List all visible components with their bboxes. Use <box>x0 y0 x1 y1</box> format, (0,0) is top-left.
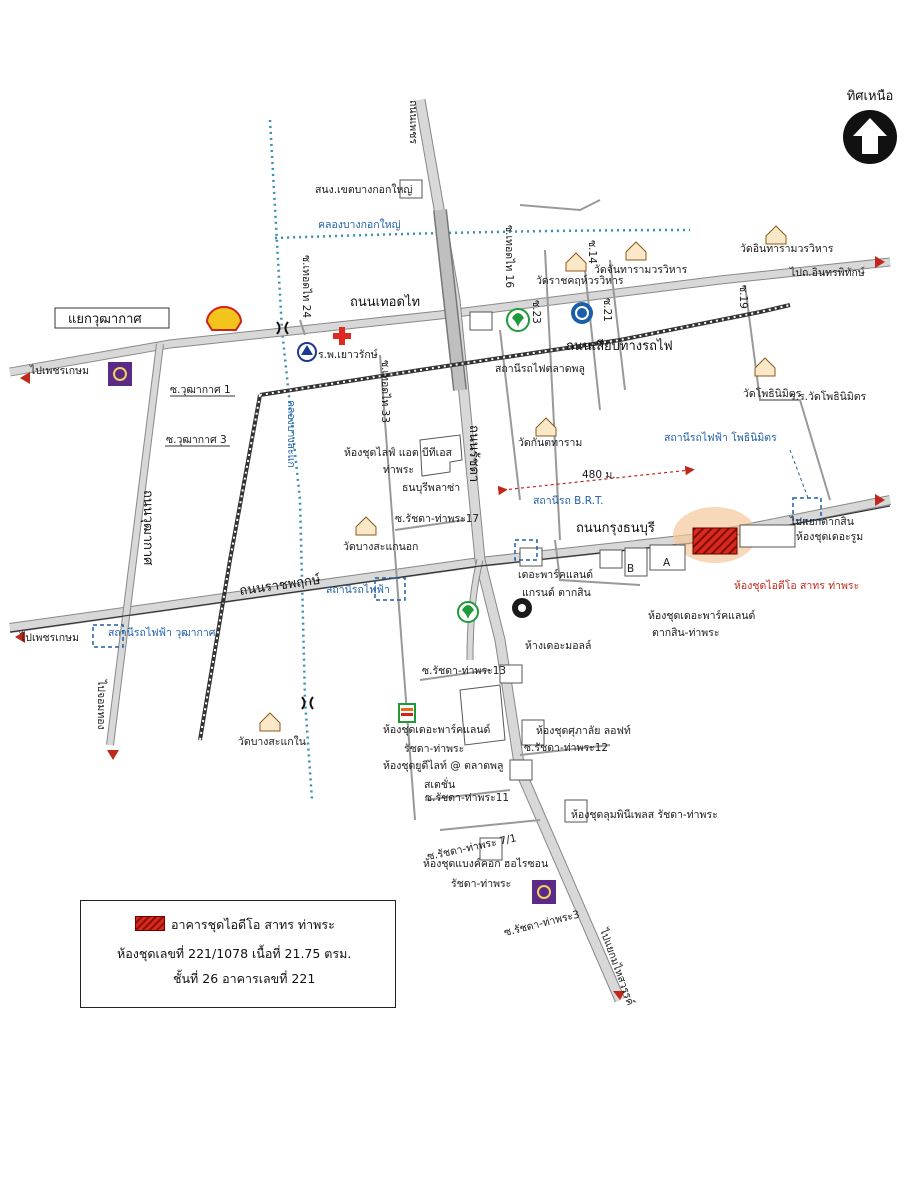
label-u-delight: ห้องชุดยูดีไลท์ @ ตลาดพลู <box>383 759 503 772</box>
road-phetkasem-top: ถนนเพชร <box>407 100 419 144</box>
scb-icon-2 <box>532 880 556 904</box>
label-station-talat-phlu: สถานีรถไฟตลาดพลู <box>495 362 585 375</box>
label-parkland-ratchada: ห้องชุดเดอะพาร์คแลนด์ <box>383 723 490 736</box>
label-station-word: สเตชั่น <box>424 777 455 791</box>
label-parkland-taksin: ห้องชุดเดอะพาร์คแลนด์ <box>648 609 755 622</box>
label-soi-wutthakat1: ซ.วุฒากาศ 1 <box>170 384 231 396</box>
label-lumpini: ห้องชุดลุมพินีเพลส รัชดา-ท่าพระ <box>571 808 718 821</box>
hospital-icon <box>333 327 351 345</box>
label-soi-thoetthai33: ซ.เทอดไท 33 <box>379 360 392 423</box>
scb-icon <box>108 362 132 386</box>
legend-title-row: อาคารชุดไอดีโอ สาทร ท่าพระ <box>135 915 335 935</box>
label-the-mall: ห้างเดอะมอลล์ <box>525 639 591 652</box>
label-bld-a: A <box>663 557 671 569</box>
label-bangkok-horizon: ห้องชุดแบงค์คอก ฮอไรซอน <box>423 857 548 870</box>
road-wutthakat: ถนนวุฒากาศ <box>140 490 155 566</box>
road-ratchada: ถนนรัชดา <box>466 425 481 482</box>
kbank-icon-2 <box>457 601 479 623</box>
map-labels: แยกวุฒากาศ ไปเพชรเกษม ไปเพชรเกษม ไปถ.อิน… <box>19 100 867 1007</box>
label-office: สนง.เขตบางกอกใหญ่ <box>315 183 412 196</box>
label-soi-ratchada3: ซ.รัชดา-ท่าพระ3 <box>503 909 581 939</box>
north-arrow-icon <box>843 110 897 164</box>
label-soi-ratchada13: ซ.รัชดา-ท่าพระ13 <box>422 665 506 677</box>
label-tha-phra: ท่าพระ <box>383 464 414 476</box>
label-ratchada-thaphra2: รัชดา-ท่าพระ <box>451 878 511 890</box>
north-indicator: ทิศเหนือ <box>835 85 905 164</box>
legend-swatch <box>135 916 165 931</box>
seven-eleven-icon <box>398 703 416 723</box>
label-distance: 480 ม. <box>582 469 616 481</box>
label-soi-ratchada11: ซ.รัชดา-ท่าพระ11 <box>425 792 509 804</box>
ptt-icon <box>512 598 532 618</box>
north-label: ทิศเหนือ <box>846 89 894 104</box>
label-soi19: ซ.19 <box>737 285 749 309</box>
label-supalai-loft: ห้องชุดศุภาลัย ลอฟท์ <box>536 724 631 737</box>
legend-title: อาคารชุดไอดีโอ สาทร ท่าพระ <box>171 917 335 932</box>
label-wat-intharam: วัดอินทารามวรวิหาร <box>740 243 834 255</box>
label-soi21: ซ.21 <box>601 298 613 322</box>
label-wat-ratchakhru: วัดราชคฤห์วรวิหาร <box>536 274 624 287</box>
label-parkland-grand: เดอะพาร์คแลนด์ <box>518 568 593 581</box>
junction-label: แยกวุฒากาศ <box>68 312 142 327</box>
label-condo-dero: ห้องชุดเดอะรูม <box>796 531 863 543</box>
ktb-icon <box>571 302 593 324</box>
label-soi-ratchada12: ซ.รัชดา-ท่าพระ12 <box>524 742 608 754</box>
label-bang-wa: ไปจอมทอง <box>95 679 108 730</box>
road-krung-thonburi: ถนนกรุงธนบุรี <box>576 520 655 536</box>
label-wat-bang-sakae-nok: วัดบางสะแกนอก <box>343 541 418 553</box>
label-wat-bang-sakae-nai: วัดบางสะแกใน <box>238 735 306 748</box>
label-soi23: ซ.23 <box>530 300 542 324</box>
railway <box>9 303 891 741</box>
label-condo-life: ห้องชุดไลฟ์ แอต บีทีเอส <box>344 446 452 459</box>
label-target-condo: ห้องชุดไอดีโอ สาทร ท่าพระ <box>734 579 859 592</box>
kbank-icon <box>506 308 530 332</box>
label-tak-sin: ไปแยกตากสิน <box>789 515 854 528</box>
target-building[interactable] <box>692 527 738 555</box>
label-hospital: ร.พ.เยาวรักษ์ <box>318 348 378 361</box>
label-wat-phothi: วัดโพธินิมิตร <box>743 387 802 400</box>
label-bld-b: B <box>627 563 634 575</box>
label-wat-kanlaya: วัดกันตทาราม <box>518 437 582 449</box>
road-thoet-thai: ถนนเทอดไท <box>350 294 420 310</box>
bank-bangkok-icon <box>297 342 317 362</box>
label-grand-taksin: แกรนด์ ตากสิน <box>522 586 591 599</box>
label-bts-wutthakat: สถานีรถไฟฟ้า วุฒากาศ <box>108 626 216 639</box>
station-markers <box>92 497 822 648</box>
buildings <box>399 179 796 861</box>
label-phetkasem-south: ไปเพชรเกษม <box>19 631 79 644</box>
label-intharaphitak: ไปถ.อินทรพิทักษ์ <box>789 266 865 279</box>
bridge-icon <box>276 321 314 710</box>
label-phetkasem-west: ไปเพชรเกษม <box>29 364 89 377</box>
label-wat-chanthram: วัดจันทารามวรวิหาร <box>594 264 688 276</box>
road-rail-side: ถนนเลียบทางรถไฟ <box>566 338 673 354</box>
direction-arrows <box>15 256 885 1000</box>
label-canal-side: คลองบางสะแก <box>285 400 297 468</box>
label-soi-ratchada17: ซ.รัชดา-ท่าพระ17 <box>395 513 479 525</box>
junction-box <box>54 307 170 329</box>
label-soi-thoetthai24: ซ.เทอดไท 24 <box>300 255 313 318</box>
legend-line2: ห้องชุดเลขที่ 221/1078 เนื้อที่ 21.75 ตร… <box>117 946 352 961</box>
canal-bangkok-yai <box>274 228 691 240</box>
label-school-phothi: ร.ร.วัดโพธินิมิตร <box>790 390 867 403</box>
label-bts-station: สถานีรถไฟฟ้า <box>326 583 390 596</box>
distance-line <box>497 465 695 496</box>
legend-line3: ชั้นที่ 26 อาคารเลขที่ 221 <box>173 971 316 986</box>
label-soi-wutthakat3: ซ.วุฒากาศ 3 <box>166 434 227 446</box>
station-pointer <box>789 449 809 499</box>
label-canal-top: คลองบางกอกใหญ่ <box>318 218 401 231</box>
shell-icon <box>205 306 243 331</box>
label-thonburi-plaza: ธนบุรีพลาซ่า <box>402 481 460 494</box>
label-soi-thoetthai16: ซ.เทอดไท 16 <box>503 225 516 288</box>
label-bts-pho-nimit: สถานีรถไฟฟ้า โพธินิมิตร <box>664 431 777 444</box>
label-soi14: ซ.14 <box>586 240 598 264</box>
label-taksin-thaphra: ตากสิน-ท่าพระ <box>652 627 719 639</box>
label-ratchada-thaphra: รัชดา-ท่าพระ <box>404 743 464 755</box>
legend-box: อาคารชุดไอดีโอ สาทร ท่าพระ ห้องชุดเลขที่… <box>80 900 396 1008</box>
temple-icons <box>259 225 787 732</box>
label-brt: สถานีรถ B.R.T. <box>533 494 603 507</box>
